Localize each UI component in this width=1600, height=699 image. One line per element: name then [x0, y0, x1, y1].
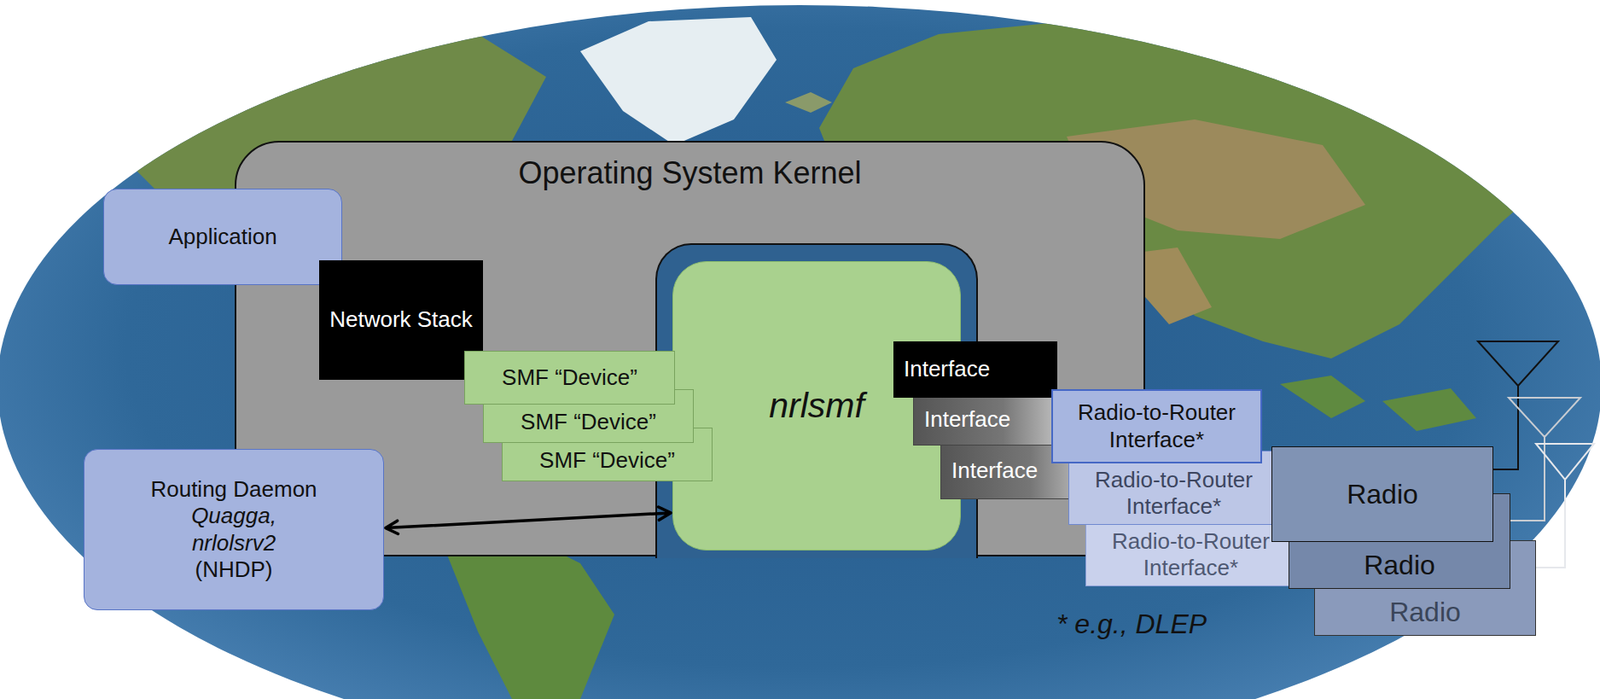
box-label: (NHDP) [195, 556, 274, 583]
islands [1382, 388, 1477, 431]
box-label: Radio-to-Router Interface* [1061, 399, 1252, 453]
antenna-symbol [1477, 341, 1559, 386]
smf-device-box: SMF “Device” [464, 350, 675, 405]
greenland [580, 17, 777, 146]
box-label: SMF “Device” [520, 408, 657, 436]
box-label: Radio [1346, 477, 1419, 511]
interface-box: Interface [893, 341, 1058, 398]
box-label: nrlolsrv2 [192, 529, 276, 557]
footnote-text: * e.g., DLEP [1056, 607, 1207, 640]
antenna-mast [1536, 479, 1566, 568]
footnote: * e.g., DLEP [1056, 607, 1207, 640]
radio-box: Radio [1271, 446, 1494, 542]
iceland [785, 92, 832, 113]
box-label: nrlsmf [768, 384, 865, 427]
box-label: Routing Daemon [150, 476, 317, 503]
antenna-symbol [1508, 397, 1581, 437]
radio-router-interface-box: Radio-to-Router Interface* [1051, 389, 1263, 464]
ocean [0, 5, 1600, 699]
box-label: SMF “Device” [539, 447, 675, 474]
box-label: Network Stack [329, 306, 473, 333]
application-box: Application [103, 188, 343, 286]
box-label: Radio-to-Router Interface* [1077, 466, 1270, 520]
box-label: Interface [924, 406, 1011, 433]
routing-daemon-box: Routing DaemonQuagga,nrlolsrv2(NHDP) [83, 448, 384, 611]
antenna-mast [1510, 436, 1545, 521]
box-label: Radio [1389, 595, 1461, 629]
box-label: Interface [951, 457, 1038, 484]
network-stack-box: Network Stack [319, 260, 483, 380]
islands [1280, 375, 1366, 419]
box-label: Interface [903, 355, 990, 383]
box-label: SMF “Device” [501, 364, 638, 391]
box-label: Application [168, 223, 277, 251]
box-label: Radio [1363, 548, 1436, 582]
kernel-title: Operating System Kernel [517, 154, 862, 192]
arctic-ice [256, 4, 512, 52]
box-label: Quagga, [191, 502, 277, 530]
antenna-symbol [1536, 443, 1595, 480]
box-label: Radio-to-Router Interface* [1094, 528, 1287, 582]
